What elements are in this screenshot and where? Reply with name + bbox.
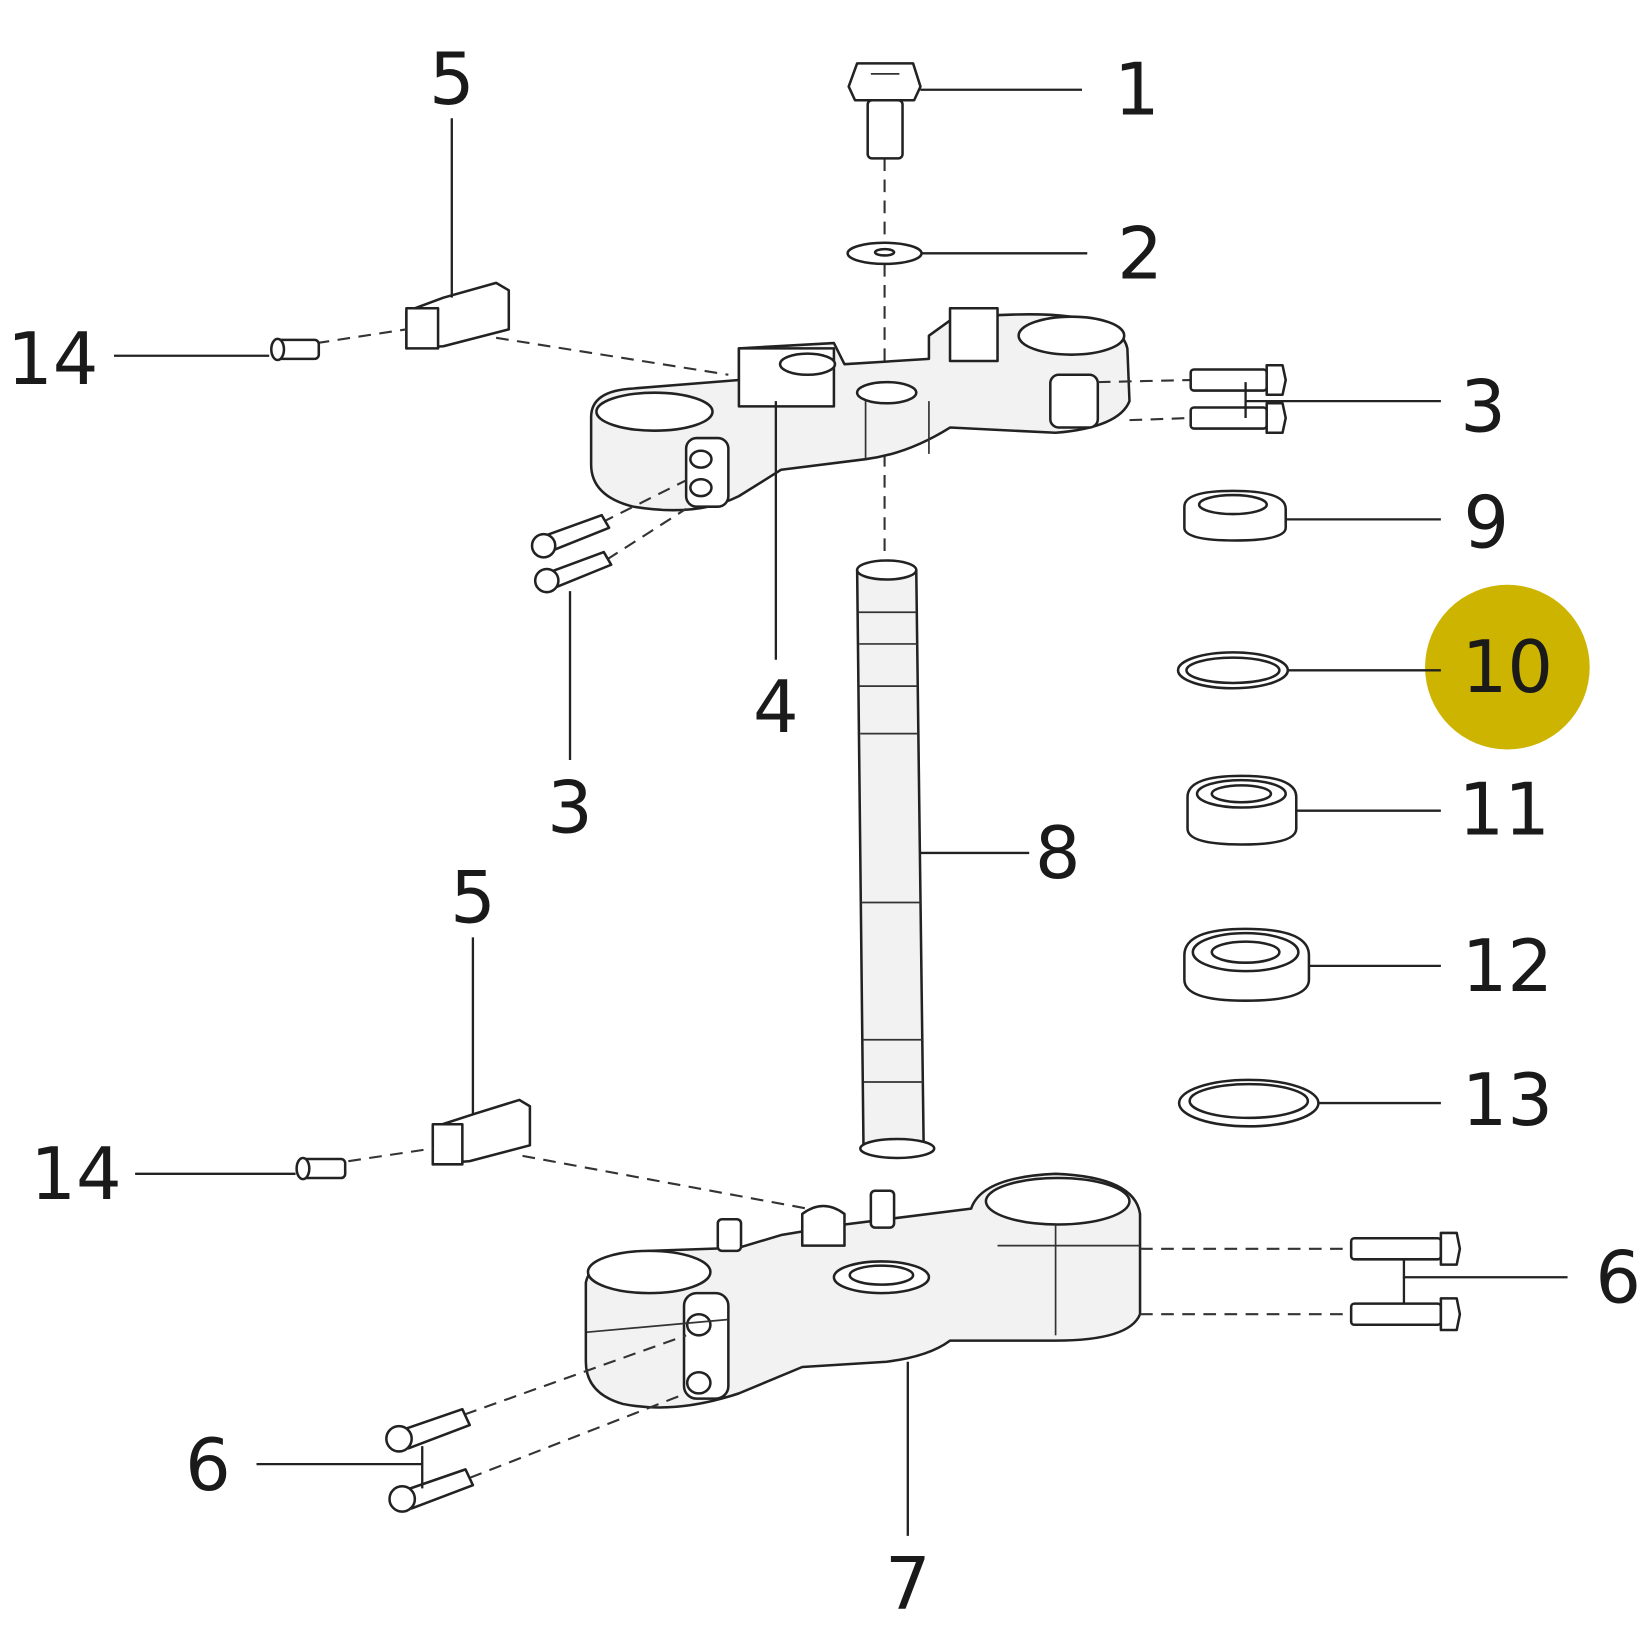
callout-5-upper: 5 [429,37,475,121]
part-5-lower-clip [431,1098,532,1166]
part-6-bolts-left [385,1407,475,1513]
part-1-bolt [847,62,922,160]
part-8-steering-stem [855,559,936,1160]
callout-14-lower: 14 [30,1132,121,1216]
part-7-lower-triple-clamp [584,1172,1142,1409]
callout-10: 10 [1462,625,1553,709]
part-5-upper-clip [405,281,511,350]
callout-7: 7 [885,1541,931,1625]
part-12-bearing [1183,927,1311,1002]
part-13-seal [1177,1078,1320,1128]
callout-8: 8 [1035,811,1081,895]
part-4-upper-triple-clamp [589,306,1131,512]
callout-2: 2 [1117,211,1163,295]
callout-3-left: 3 [547,766,593,850]
part-3-bolts-right [1189,363,1287,435]
callout-4: 4 [753,665,799,749]
part-14-lower-screw [295,1156,347,1181]
callout-1: 1 [1114,48,1160,132]
part-10-seal [1176,651,1290,690]
part-3-bolts-left [530,513,613,594]
part-2-washer [846,241,923,266]
callout-13: 13 [1462,1058,1553,1142]
callout-12: 12 [1462,924,1553,1008]
callout-6-right: 6 [1595,1235,1641,1319]
part-6-bolts-right [1349,1231,1462,1332]
part-9-nut [1183,489,1287,542]
callout-5-lower: 5 [450,855,496,939]
callout-6-left: 6 [185,1423,231,1507]
highlight-circle [1425,584,1590,750]
part-14-upper-screw [270,337,321,362]
callout-9: 9 [1463,481,1509,565]
part-11-bearing [1186,774,1298,846]
callout-14-upper: 14 [7,317,98,401]
callout-3-right: 3 [1460,364,1506,448]
callout-11: 11 [1459,768,1550,852]
